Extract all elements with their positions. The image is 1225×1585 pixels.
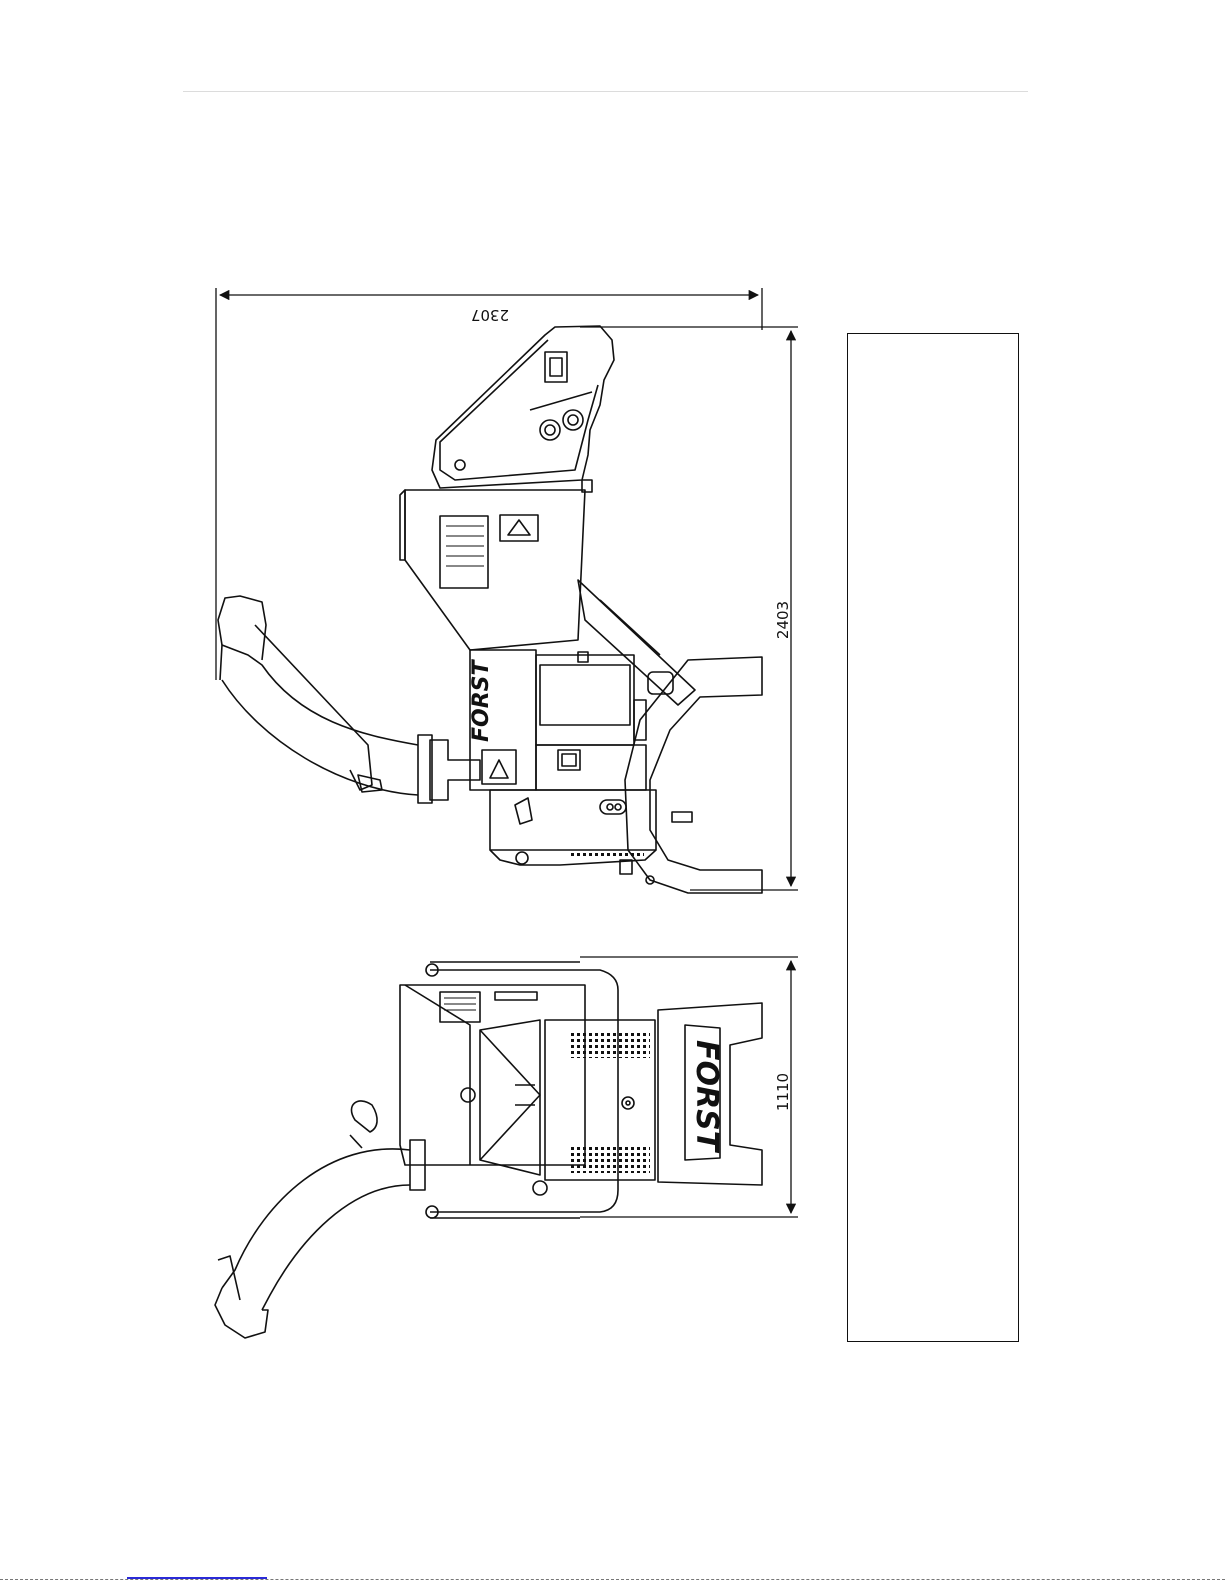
dimension-width-front xyxy=(580,957,798,1217)
brand-logo-side: FORST xyxy=(469,658,494,742)
front-engine xyxy=(545,1020,655,1180)
footer-link-underline[interactable] xyxy=(127,1577,267,1579)
front-view: FORST xyxy=(215,962,762,1338)
dimension-width-front-label: 1110 xyxy=(774,1073,792,1111)
dimension-width-side xyxy=(216,288,762,680)
front-discharge-chute xyxy=(215,1101,425,1338)
brand-logo-front: FORST xyxy=(689,1040,724,1154)
rotor-housing xyxy=(400,490,585,650)
front-bumper: FORST xyxy=(658,1003,762,1185)
dimension-height-side-label: 2403 xyxy=(774,601,792,639)
caption-box xyxy=(847,333,1019,1342)
side-view: FORST xyxy=(218,326,762,893)
footer-rule xyxy=(0,1579,1225,1580)
front-rotor xyxy=(461,1020,547,1195)
drawbar xyxy=(578,580,695,705)
dimension-width-side-label: 2307 xyxy=(471,306,509,324)
discharge-chute xyxy=(218,596,480,803)
front-hopper xyxy=(400,985,585,1165)
feed-hopper xyxy=(432,326,614,492)
